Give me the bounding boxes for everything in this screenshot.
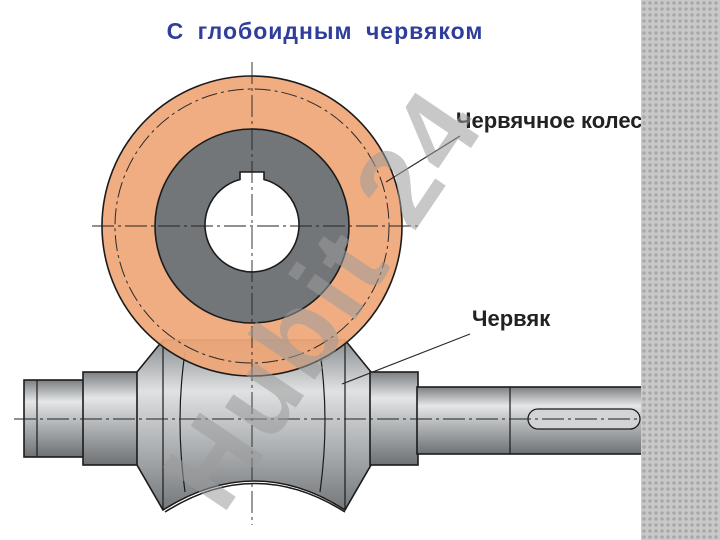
slide-title: С глобоидным червяком <box>166 18 484 44</box>
worm-label: Червяк <box>472 306 551 331</box>
worm-leader-line <box>341 333 471 385</box>
worm-left-shaft <box>23 379 85 458</box>
center-lines <box>14 62 668 525</box>
worm <box>23 339 658 513</box>
worm-wheel-label: Червячное колесо <box>456 108 656 133</box>
worm-right-collar <box>369 371 419 466</box>
wheel-leader-line <box>385 135 461 183</box>
leader-lines <box>341 135 471 385</box>
worm-left-collar <box>82 371 139 466</box>
decorative-side-strip <box>641 0 720 540</box>
worm-contact-arc <box>164 482 346 513</box>
